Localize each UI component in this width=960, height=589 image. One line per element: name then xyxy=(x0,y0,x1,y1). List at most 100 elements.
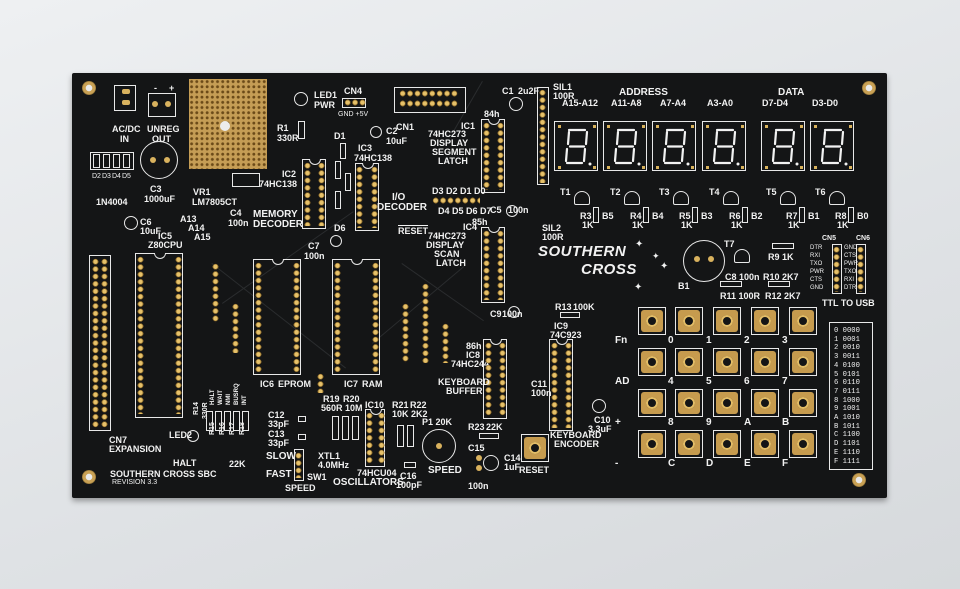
c10-value: 3.3uF xyxy=(588,424,612,434)
mounting-hole xyxy=(852,473,866,487)
c1-value: 2u2F xyxy=(518,86,540,96)
hex-key-label: 7 xyxy=(782,376,788,387)
reset-button[interactable] xyxy=(524,437,546,459)
r15-label: R15 xyxy=(209,422,216,435)
ic5-z80-cpu-chip xyxy=(135,253,183,418)
bit-label: B3 xyxy=(701,211,713,221)
hex-key[interactable] xyxy=(792,310,814,332)
cn5-pin-label: RXI xyxy=(810,253,821,259)
speed-potentiometer[interactable] xyxy=(422,429,456,463)
hex-key-label: 5 xyxy=(706,376,712,387)
pcb-trace xyxy=(372,265,465,344)
hex-key[interactable] xyxy=(754,392,776,414)
ic1-label: IC1 xyxy=(461,121,476,131)
halt-led-label: HALT xyxy=(173,458,197,468)
resistor xyxy=(593,207,599,223)
pin-row xyxy=(497,230,504,300)
r12-label: R12 2K7 xyxy=(765,291,801,301)
hex-key[interactable] xyxy=(792,351,814,373)
pin-row xyxy=(422,283,429,363)
reset-signal-label: RESET xyxy=(398,226,429,236)
r18-label: R18 xyxy=(239,422,246,435)
hex-key[interactable] xyxy=(754,351,776,373)
transistor xyxy=(574,191,590,205)
r19-value: 560R xyxy=(321,403,343,413)
c9-label: C9 xyxy=(490,309,502,319)
display-group-label: A11-A8 xyxy=(611,98,642,108)
hex-key[interactable] xyxy=(754,310,776,332)
pin-row xyxy=(344,99,366,106)
resistor xyxy=(692,207,698,223)
binary-table-row: F 1111 xyxy=(834,457,860,466)
function-key[interactable] xyxy=(641,392,663,414)
binary-table-row: 9 1001 xyxy=(834,405,860,414)
cn5-pin-label: DTR xyxy=(810,245,823,251)
keypad-key-frame xyxy=(751,348,779,376)
ic1-desc-3: LATCH xyxy=(438,156,468,166)
hex-key-label: 9 xyxy=(706,417,712,428)
cap-pad xyxy=(164,157,170,163)
c14-capacitor xyxy=(483,455,499,471)
ic1-desc-1: DISPLAY xyxy=(430,138,469,148)
pin-row xyxy=(317,373,324,393)
c7-label: C7 xyxy=(308,241,320,251)
sw1-label: SW1 xyxy=(307,472,327,482)
transistor xyxy=(829,191,845,205)
d1-diode xyxy=(340,143,346,159)
c12-label: C12 xyxy=(268,410,285,420)
resistor-label: R4 xyxy=(630,211,642,221)
pcb-board: AC/DC IN - + UNREG OUT D2 D3 D4 D5 1N400… xyxy=(72,73,887,498)
seven-segment-display xyxy=(554,121,598,171)
resistor-label: R3 xyxy=(580,211,592,221)
vr1-regulator xyxy=(232,173,260,187)
logo-line-2: CROSS xyxy=(581,261,637,278)
binary-table-row: A 1010 xyxy=(834,414,860,422)
hex-key[interactable] xyxy=(716,310,738,332)
keypad-key-frame xyxy=(713,430,741,458)
hex-key[interactable] xyxy=(678,310,700,332)
terminal-pad xyxy=(152,101,158,107)
pin-row xyxy=(483,122,490,190)
ic6-label: IC6 xyxy=(260,379,275,389)
ic3-label: IC3 xyxy=(358,143,373,153)
function-key[interactable] xyxy=(641,433,663,455)
c9-value: 100n xyxy=(502,309,523,319)
pin-row xyxy=(857,246,864,292)
keypad-key-frame xyxy=(638,307,666,335)
hex-key[interactable] xyxy=(716,433,738,455)
a14-label: A14 xyxy=(188,223,205,233)
r13-resistor xyxy=(560,312,580,318)
c13-value: 33pF xyxy=(268,438,290,448)
c3-value: 1000uF xyxy=(144,194,176,204)
hex-key[interactable] xyxy=(716,351,738,373)
hex-key[interactable] xyxy=(678,433,700,455)
ic2-value: 74HC138 xyxy=(259,179,298,189)
keypad-key-frame xyxy=(713,307,741,335)
r9-resistor xyxy=(772,243,794,249)
hex-key-label: B xyxy=(782,417,790,428)
hex-key[interactable] xyxy=(792,433,814,455)
hex-key[interactable] xyxy=(716,392,738,414)
cn7-expansion-header xyxy=(89,255,111,431)
hex-key[interactable] xyxy=(754,433,776,455)
speed-switch[interactable] xyxy=(294,449,304,481)
r22-label: R22 xyxy=(410,400,427,410)
wait-signal: WAIT xyxy=(218,390,224,405)
function-key[interactable] xyxy=(641,310,663,332)
resistor-value: 1K xyxy=(731,220,743,230)
ic5-label: IC5 xyxy=(158,231,173,241)
hex-key[interactable] xyxy=(678,351,700,373)
hex-key-label: 0 xyxy=(668,335,674,346)
r23-resistor xyxy=(479,433,499,439)
keypad-key-frame xyxy=(675,348,703,376)
hex-key[interactable] xyxy=(792,392,814,414)
resistor-label: R6 xyxy=(729,211,741,221)
function-key[interactable] xyxy=(641,351,663,373)
pin-row xyxy=(497,122,504,190)
cn6-pin-label: PWR xyxy=(844,261,858,267)
hex-key[interactable] xyxy=(678,392,700,414)
board-revision: REVISION 3.3 xyxy=(112,479,158,486)
resistor-value: 1K xyxy=(632,220,644,230)
ic5-value: Z80CPU xyxy=(148,240,183,250)
